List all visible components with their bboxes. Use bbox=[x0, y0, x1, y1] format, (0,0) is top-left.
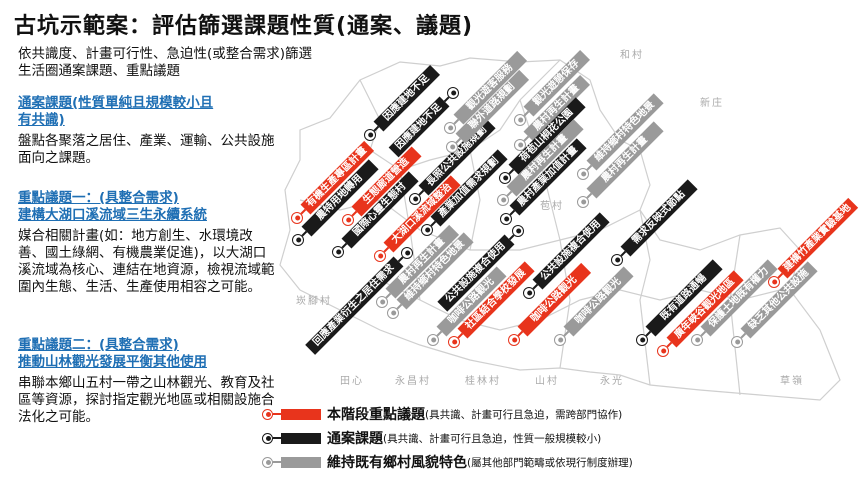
section-body: 媒合相關計畫(如：地方創生、水環境改善、國土綠網、有機農業促進)，以大湖口溪流域… bbox=[18, 228, 275, 295]
legend-swatch bbox=[281, 432, 321, 444]
page-title: 古坑示範案：評估篩選課題性質(通案、議題) bbox=[14, 14, 474, 39]
village-label: 山村 bbox=[535, 376, 559, 387]
legend-item-general-issue: 通案課題(具共識、計畫可行且急迫，性質一般規模較小) bbox=[262, 427, 633, 449]
village-label: 桂林村 bbox=[465, 376, 501, 387]
village-label: 新庄 bbox=[700, 98, 724, 109]
legend-label: 通案課題 bbox=[327, 431, 383, 447]
section-general-issues: 通案課題(性質單純且規模較小且有共識) 盤點各聚落之居住、產業、運輸、公共設施面… bbox=[18, 95, 278, 167]
section-heading-line: 有共識) bbox=[18, 112, 65, 128]
village-label: 田心 bbox=[340, 376, 364, 387]
legend-swatch bbox=[281, 408, 321, 420]
legend-item-key-issue: 本階段重點議題(具共識、計畫可行且急迫，需跨部門協作) bbox=[262, 403, 633, 425]
intro-text: 依共識度、計畫可行性、急迫性(或整合需求)篩選 生活圈通案課題、重點議題 bbox=[18, 46, 348, 80]
section-heading: 重點議題一：(具整合需求)建構大湖口溪流域三生永續系統 bbox=[18, 190, 278, 224]
intro-line: 依共識度、計畫可行性、急迫性(或整合需求)篩選 bbox=[18, 46, 313, 62]
pin-icon bbox=[262, 456, 273, 468]
village-label: 和村 bbox=[620, 50, 644, 61]
pin-connector bbox=[273, 461, 281, 463]
pin-icon bbox=[262, 408, 273, 420]
section-key-issue-1: 重點議題一：(具整合需求)建構大湖口溪流域三生永續系統 媒合相關計畫(如：地方創… bbox=[18, 190, 278, 296]
legend-swatch bbox=[281, 456, 321, 468]
legend-note: (屬其他部門範疇或依現行制度辦理) bbox=[467, 456, 633, 469]
section-heading: 重點議題二：(具整合需求)推動山林觀光發展平衡其他使用 bbox=[18, 337, 278, 371]
section-heading: 通案課題(性質單純且規模較小且有共識) bbox=[18, 95, 278, 129]
section-heading-line: 推動山林觀光發展平衡其他使用 bbox=[18, 354, 207, 370]
section-heading-line: 建構大湖口溪流域三生永續系統 bbox=[18, 207, 207, 223]
legend-label: 維持既有鄉村風貌特色 bbox=[327, 455, 467, 471]
section-heading-line: 重點議題一：(具整合需求) bbox=[18, 190, 179, 206]
pin-icon bbox=[262, 432, 273, 444]
section-body: 串聯本鄉山五村一帶之山林觀光、教育及社區等資源，探討指定觀光地區或相關設施合法化… bbox=[18, 375, 275, 425]
section-heading-line: 通案課題(性質單純且規模較小且 bbox=[18, 95, 214, 111]
village-label: 崁腳村 bbox=[296, 296, 332, 307]
pin-connector bbox=[273, 413, 281, 415]
village-label: 苞村 bbox=[540, 201, 564, 212]
village-label: 草嶺 bbox=[780, 376, 804, 387]
legend-label: 本階段重點議題 bbox=[327, 407, 425, 423]
section-body: 盤點各聚落之居住、產業、運輸、公共設施面向之課題。 bbox=[18, 133, 275, 166]
legend: 本階段重點議題(具共識、計畫可行且急迫，需跨部門協作) 通案課題(具共識、計畫可… bbox=[262, 403, 633, 475]
legend-item-maintain: 維持既有鄉村風貌特色(屬其他部門範疇或依現行制度辦理) bbox=[262, 451, 633, 473]
section-heading-line: 重點議題二：(具整合需求) bbox=[18, 337, 179, 353]
legend-note: (具共識、計畫可行且急迫，性質一般規模較小) bbox=[383, 432, 602, 445]
pin-connector bbox=[273, 437, 281, 439]
section-key-issue-2: 重點議題二：(具整合需求)推動山林觀光發展平衡其他使用 串聯本鄉山五村一帶之山林… bbox=[18, 337, 278, 426]
intro-line: 生活圈通案課題、重點議題 bbox=[18, 63, 180, 79]
legend-note: (具共識、計畫可行且急迫，需跨部門協作) bbox=[425, 408, 623, 421]
village-label: 永昌村 bbox=[395, 376, 431, 387]
village-label: 永光 bbox=[600, 376, 624, 387]
